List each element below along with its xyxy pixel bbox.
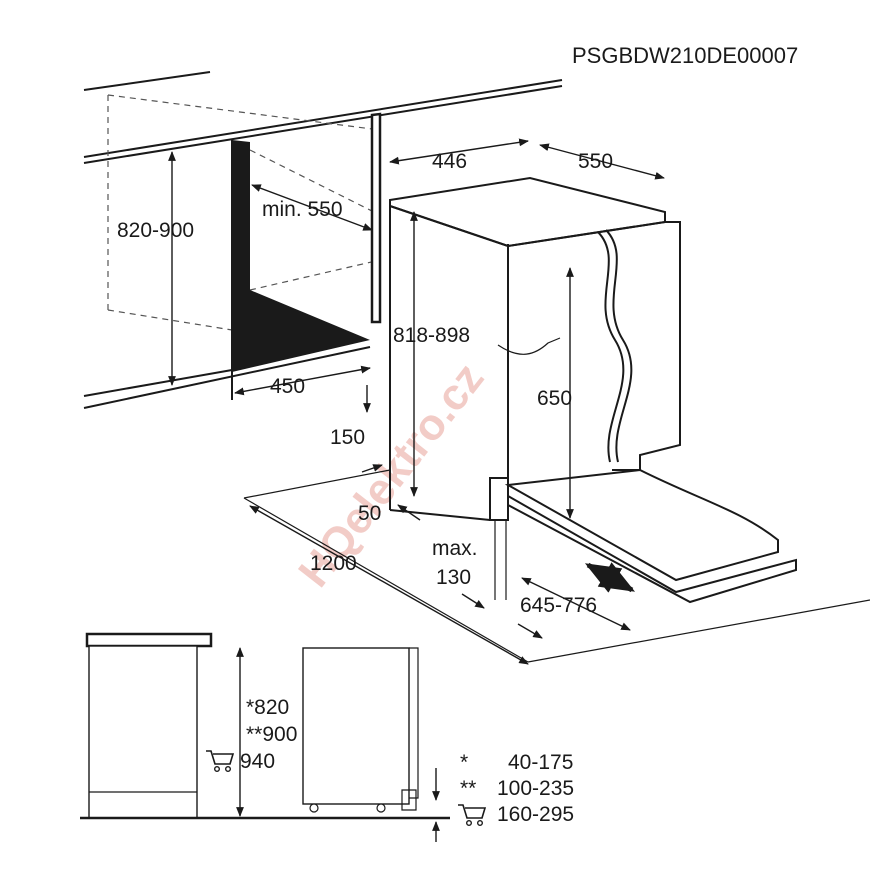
range-1-mark: * xyxy=(460,751,468,774)
label-446: 446 xyxy=(432,150,467,173)
label-550: 550 xyxy=(578,150,613,173)
product-code: PSGBDW210DE00007 xyxy=(572,43,798,68)
range-1-value: 40-175 xyxy=(508,751,573,774)
range-2-mark: ** xyxy=(460,777,476,800)
dishwasher-drawing xyxy=(243,176,870,663)
cart-icon xyxy=(206,750,235,773)
label-150: 150 xyxy=(330,426,365,449)
label-940: 940 xyxy=(240,750,275,773)
side-view-left xyxy=(85,632,244,819)
cart-icon xyxy=(458,804,487,827)
label-max: max. xyxy=(432,537,478,560)
label-820: *820 xyxy=(246,696,289,719)
label-900: **900 xyxy=(246,723,297,746)
range-2-value: 100-235 xyxy=(497,777,574,800)
label-645-776: 645-776 xyxy=(520,594,597,617)
label-130: 130 xyxy=(436,566,471,589)
label-min-550: min. 550 xyxy=(262,198,343,221)
label-50: 50 xyxy=(358,502,381,525)
label-820-900: 820-900 xyxy=(117,219,194,242)
label-818-898: 818-898 xyxy=(393,324,470,347)
side-view-right xyxy=(302,647,440,842)
range-3-value: 160-295 xyxy=(497,803,574,826)
label-450: 450 xyxy=(270,375,305,398)
label-1200: 1200 xyxy=(310,552,357,575)
label-650: 650 xyxy=(537,387,572,410)
dimension-lines xyxy=(168,138,665,665)
